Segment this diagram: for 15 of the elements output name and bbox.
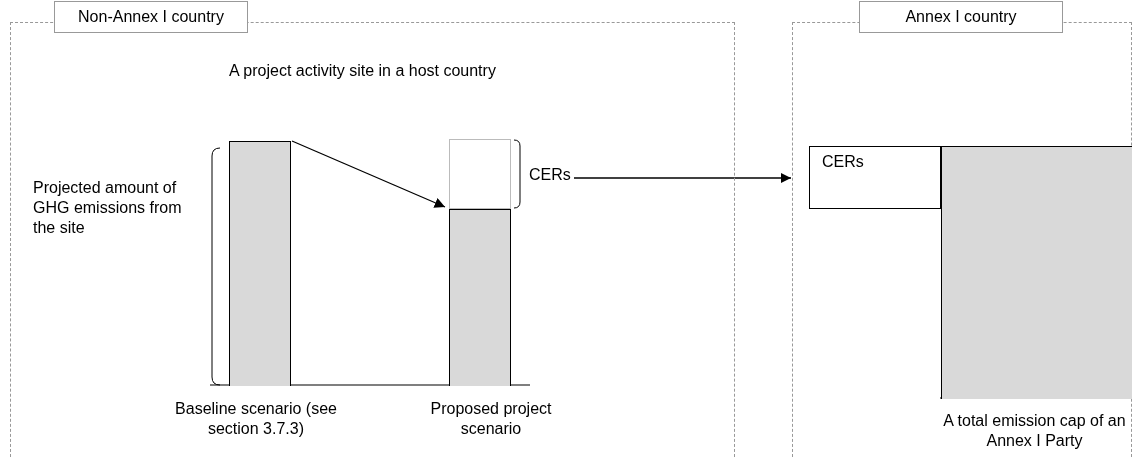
bar-caption: Baseline scenario (see section 3.7.3) [174,399,338,439]
region-tab: Annex I country [859,1,1063,33]
bar-caption: A total emission cap of an Annex I Party [942,411,1127,451]
reduction-box [449,139,511,209]
site-heading: A project activity site in a host country [228,61,497,81]
amount-label: Projected amount of GHG emissions from the site [33,178,183,238]
emission-bar [449,209,511,386]
arrow [573,172,792,184]
arrow [291,140,446,208]
emission-bar [941,146,1132,399]
cers-box: CERs [809,146,941,209]
region-tab: Non-Annex I country [54,1,248,33]
bar-caption: Proposed project scenario [429,399,553,439]
emission-bar [229,141,291,386]
cers-text: CERs [529,166,573,188]
